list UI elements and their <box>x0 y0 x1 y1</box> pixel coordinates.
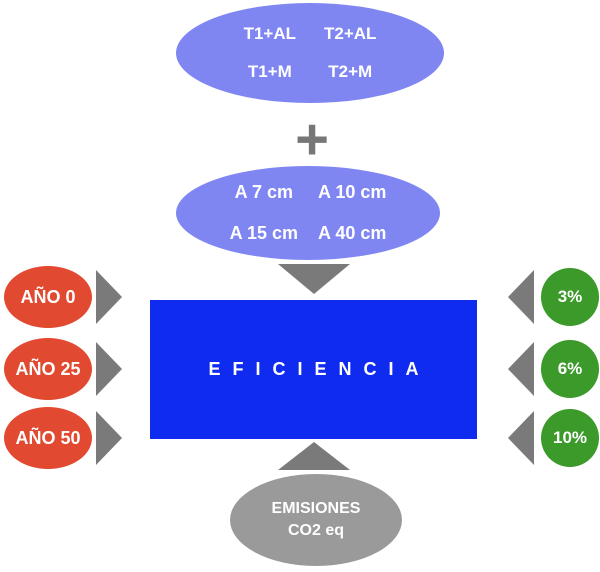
treatments-grid: T1+AL T2+AL T1+M T2+M <box>244 24 377 82</box>
arrow-left-icon <box>508 342 534 396</box>
emissions-line2: CO2 eq <box>287 522 344 539</box>
year-oval: AÑO 25 <box>4 338 92 400</box>
arrow-left-icon <box>508 411 534 465</box>
efficiency-box: EFICIENCIA <box>150 300 477 439</box>
treatment-label: T2+AL <box>324 24 377 43</box>
percent-label: 6% <box>557 359 583 378</box>
arrow-right-icon <box>96 342 122 396</box>
efficiency-label: EFICIENCIA <box>208 359 431 379</box>
year-label: AÑO 50 <box>15 427 81 448</box>
arrow-up-icon <box>278 442 350 470</box>
emissions-ellipse: EMISIONES CO2 eq <box>230 474 402 566</box>
treatments-ellipse: T1+AL T2+AL T1+M T2+M <box>176 3 444 103</box>
depths-ellipse: A 7 cm A 10 cm A 15 cm A 40 cm <box>176 166 440 260</box>
arrow-left-icon <box>508 270 534 324</box>
depth-label: A 10 cm <box>318 182 387 202</box>
emissions-line1: EMISIONES <box>271 500 361 517</box>
percent-circle: 6% <box>541 340 599 398</box>
arrow-down-icon <box>278 264 350 294</box>
treatment-label: T2+M <box>328 62 373 81</box>
percent-circle: 10% <box>541 409 599 467</box>
depths-grid: A 7 cm A 10 cm A 15 cm A 40 cm <box>230 182 387 244</box>
year-label: AÑO 25 <box>15 358 81 379</box>
percent-label: 3% <box>557 287 583 306</box>
treatment-label: T1+M <box>247 62 292 81</box>
plus-icon: + <box>295 107 329 172</box>
year-label: AÑO 0 <box>20 286 76 307</box>
depth-label: A 15 cm <box>229 223 298 243</box>
year-oval: AÑO 0 <box>4 266 92 328</box>
depth-label: A 7 cm <box>234 182 293 202</box>
depth-label: A 40 cm <box>318 223 387 243</box>
year-oval: AÑO 50 <box>4 407 92 469</box>
arrow-right-icon <box>96 270 122 324</box>
percent-label: 10% <box>552 428 588 447</box>
percent-circle: 3% <box>541 268 599 326</box>
arrow-right-icon <box>96 411 122 465</box>
treatment-label: T1+AL <box>243 24 296 43</box>
